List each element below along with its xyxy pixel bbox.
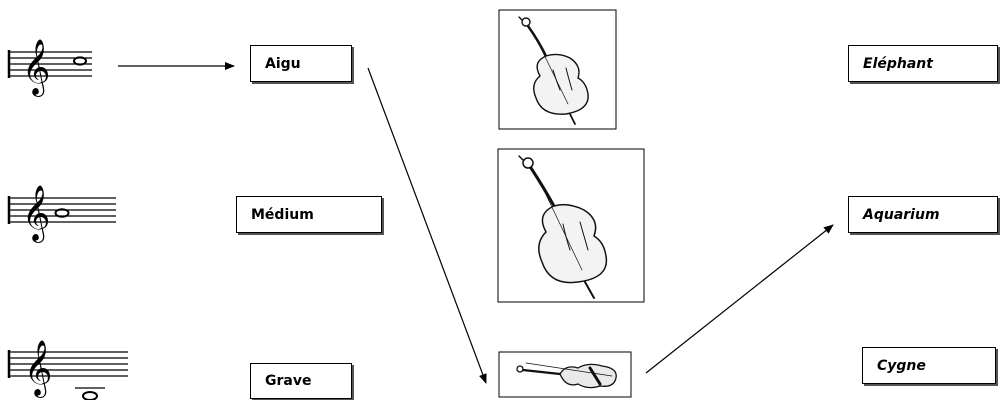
treble-clef-icon: 𝄞 xyxy=(22,185,50,243)
label-medium: Médium xyxy=(236,196,382,233)
cello-icon xyxy=(518,155,608,299)
label-elephant: Eléphant xyxy=(848,45,998,82)
arrow-aigu-to-violin xyxy=(367,67,487,384)
label-aquarium-text: Aquarium xyxy=(863,206,940,223)
staff-medium-note: 𝄞 xyxy=(7,185,116,243)
label-grave-text: Grave xyxy=(265,373,312,389)
label-cygne-text: Cygne xyxy=(877,357,926,374)
label-aigu-text: Aigu xyxy=(265,55,301,72)
staff-low-note: 𝄞 xyxy=(7,340,128,400)
double-bass-icon xyxy=(518,16,589,125)
staff-high-note: 𝄞 xyxy=(7,39,92,97)
double-bass-picture-small xyxy=(498,9,617,130)
label-cygne: Cygne xyxy=(862,347,996,384)
arrow-violin-to-aquarium xyxy=(645,224,834,374)
label-grave: Grave xyxy=(250,363,352,399)
whole-note-icon xyxy=(54,208,70,218)
label-medium-text: Médium xyxy=(251,206,314,223)
label-aquarium: Aquarium xyxy=(848,196,998,233)
label-aigu: Aigu xyxy=(250,45,352,82)
violin-icon xyxy=(516,362,617,389)
staff-lines xyxy=(7,350,128,389)
staff-lines xyxy=(7,50,92,78)
cello-picture xyxy=(497,148,645,303)
label-elephant-text: Eléphant xyxy=(863,55,933,72)
treble-clef-icon: 𝄞 xyxy=(22,39,50,97)
treble-clef-icon: 𝄞 xyxy=(24,340,52,398)
violin-picture xyxy=(498,351,632,398)
whole-note-icon xyxy=(82,391,98,400)
whole-note-icon xyxy=(73,56,87,66)
